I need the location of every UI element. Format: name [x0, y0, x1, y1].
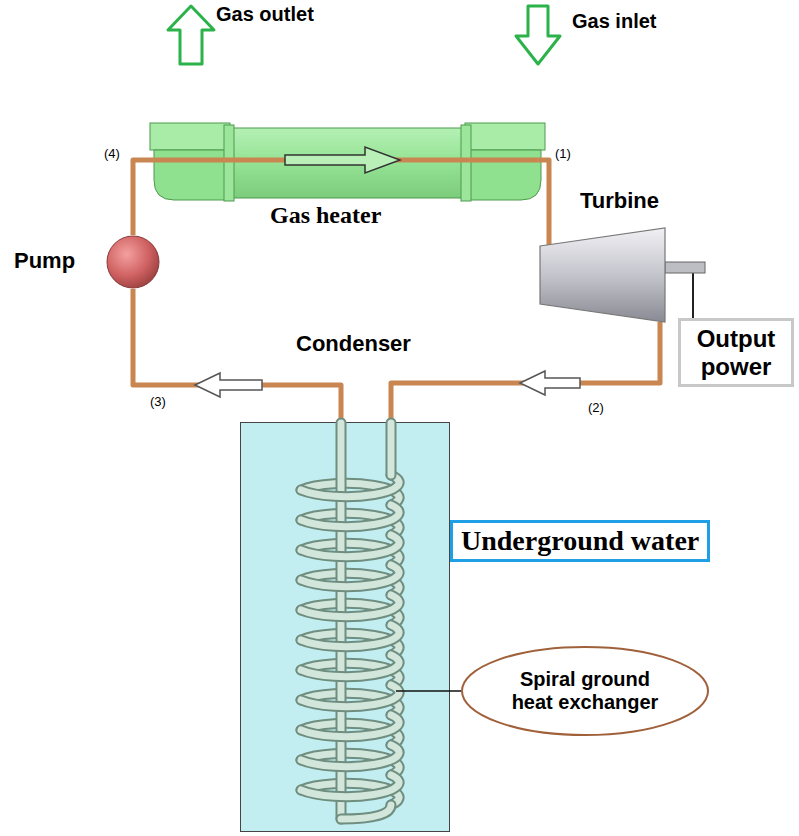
condenser-tank: Condenser: [240, 422, 450, 832]
coil-tube: [301, 745, 399, 767]
coil-outline: [301, 715, 399, 737]
coil-outline: [301, 625, 399, 647]
pipe: [545, 160, 549, 228]
gas-outlet-label: Gas outlet: [216, 3, 314, 26]
coil-tube: [301, 655, 399, 677]
shaft-line: [665, 268, 693, 318]
coil-outline: [301, 775, 399, 797]
state-point-number: (2): [588, 398, 604, 416]
heat-exchanger-callout: Spiral ground heat exchanger: [460, 645, 710, 737]
leader-line: [396, 690, 461, 692]
condenser-tank-shape: [241, 423, 451, 833]
gas-outlet-arrow: [168, 6, 214, 64]
turbine-shape: [540, 228, 665, 322]
coil-outline: [301, 505, 399, 527]
pipe: [133, 160, 150, 235]
node-text: Output power: [686, 325, 786, 380]
turbine-shaft: [665, 262, 705, 273]
state-point-number: (3): [150, 392, 166, 410]
part-label: Turbine: [580, 188, 659, 213]
coil-outline: [301, 535, 399, 557]
coil-outline: [341, 805, 391, 819]
coil-outline: [301, 475, 399, 497]
node-text: Underground water: [461, 525, 699, 557]
turbine: Turbine: [540, 228, 665, 322]
heater-flange: [465, 123, 545, 150]
pump-symbol: [107, 236, 159, 288]
coil-tube: [301, 535, 399, 557]
coil-outline: [301, 685, 399, 707]
flow-arrow: [195, 373, 262, 397]
coil-outline: [301, 595, 399, 617]
heater-ring: [461, 125, 471, 201]
coil-tube: [341, 805, 391, 819]
coil-outline: [301, 655, 399, 677]
pipe: [547, 228, 552, 246]
coil-tube: [301, 625, 399, 647]
coil-outline: [301, 565, 399, 587]
state-point-number: (2): [588, 400, 604, 415]
heater-body: [228, 128, 467, 198]
gas-inlet-arrow: [516, 6, 560, 64]
state-point-number: (1): [555, 144, 571, 162]
heater-ring: [224, 125, 234, 201]
callout-ellipse: [462, 647, 708, 735]
gas-inlet-label: Gas inlet: [572, 10, 656, 33]
coil-tube: [301, 685, 399, 707]
coil-tube: [301, 715, 399, 737]
output-power-box: Output power: [678, 318, 794, 387]
coil-tube: [388, 423, 395, 475]
underground-water-box: Underground water: [450, 520, 710, 562]
gas-heater-shape: [150, 120, 545, 202]
flow-arrow: [285, 147, 400, 173]
turbine-body: [540, 228, 665, 322]
spiral-heat-exchanger: [301, 423, 399, 819]
coil-tube: [301, 565, 399, 587]
pump-shape: [106, 235, 160, 289]
gas-heater: Gas heater: [150, 120, 545, 202]
part-label: Condenser: [296, 331, 411, 356]
state-point-number: (1): [555, 146, 571, 161]
coil-outline: [386, 423, 397, 475]
pipe: [391, 322, 660, 422]
part-label: Gas heater: [270, 202, 381, 230]
coil-tube: [301, 475, 399, 497]
coil-tube: [301, 505, 399, 527]
coil-tube: [301, 775, 399, 797]
heater-flange: [150, 123, 230, 150]
coil-outline: [301, 745, 399, 767]
node-text: Spiral ground heat exchanger: [500, 668, 670, 714]
pump: Pump: [106, 235, 160, 289]
state-point-number: (3): [150, 394, 166, 409]
state-point-number: (4): [104, 146, 120, 161]
coil-tube: [301, 595, 399, 617]
part-label: Pump: [14, 248, 75, 273]
state-point-number: (4): [104, 144, 120, 162]
gas-inlet-label: Gas inlet: [572, 10, 656, 33]
gas-outlet-label: Gas outlet: [216, 3, 314, 26]
flow-arrow: [520, 371, 580, 395]
